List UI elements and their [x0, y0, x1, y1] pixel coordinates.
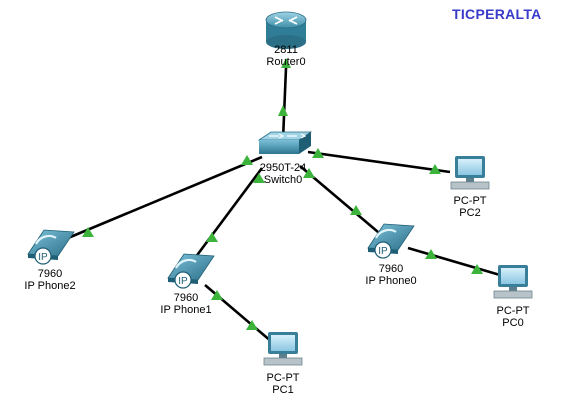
link-router0-switch0[interactable] — [281, 67, 288, 141]
phone0-label: 7960 IP Phone0 — [358, 263, 424, 287]
link-up-icon — [206, 232, 218, 242]
link-up-icon — [303, 168, 315, 178]
phone0-name: IP Phone0 — [365, 275, 417, 287]
pc2-label: PC-PT PC2 — [445, 195, 495, 219]
phone2-label: 7960 IP Phone2 — [18, 268, 82, 292]
link-up-icon — [312, 148, 324, 158]
switch0-name: Switch0 — [263, 174, 303, 186]
router-icon[interactable] — [265, 11, 307, 49]
pc-icon[interactable] — [263, 332, 303, 366]
link-up-icon — [471, 264, 483, 274]
ip-phone-icon[interactable]: IP — [27, 229, 75, 265]
switch0-model: 2950T-24 — [259, 162, 307, 174]
ip-badge: IP — [178, 276, 188, 287]
link-switch0-pc2[interactable] — [307, 150, 451, 174]
pc1-name: PC1 — [272, 384, 294, 396]
link-up-icon — [241, 155, 253, 165]
phone0-model: 7960 — [378, 263, 404, 275]
phone2-name: IP Phone2 — [24, 280, 76, 292]
pc1-model: PC-PT — [266, 372, 300, 384]
pc1-label: PC-PT PC1 — [258, 372, 308, 396]
ip-phone-icon[interactable]: IP — [367, 223, 415, 259]
phone1-name: IP Phone1 — [160, 304, 212, 316]
link-up-icon — [281, 58, 291, 68]
switch-icon[interactable] — [257, 131, 313, 154]
link-up-icon — [429, 164, 441, 174]
pc2-model: PC-PT — [453, 195, 487, 207]
link-switch0-phone2[interactable] — [67, 155, 263, 240]
link-up-icon — [278, 105, 288, 116]
pc0-name: PC0 — [502, 317, 524, 329]
link-up-icon — [211, 290, 223, 300]
link-up-icon — [350, 205, 362, 215]
phone2-model: 7960 — [37, 268, 63, 280]
router0-name: Router0 — [266, 56, 306, 68]
brand-watermark: TICPERALTA — [452, 6, 542, 22]
pc-icon[interactable] — [450, 156, 490, 190]
pc0-model: PC-PT — [496, 305, 530, 317]
link-up-icon — [82, 227, 94, 237]
router0-model: 2811 — [274, 44, 298, 56]
pc0-label: PC-PT PC0 — [488, 305, 538, 329]
link-switch0-phone1[interactable] — [190, 167, 264, 263]
router0-label: 2811 Router0 — [256, 44, 316, 68]
link-up-icon — [425, 249, 437, 259]
pc2-name: PC2 — [459, 207, 481, 219]
ip-phone-icon[interactable]: IP — [167, 253, 215, 289]
phone1-label: 7960 IP Phone1 — [154, 292, 218, 316]
link-phone0-pc0[interactable] — [407, 246, 501, 277]
ip-badge: IP — [38, 252, 48, 263]
switch0-label: 2950T-24 Switch0 — [248, 162, 318, 186]
link-status-indicators — [82, 58, 483, 330]
link-up-icon — [253, 173, 265, 183]
phone1-model: 7960 — [173, 292, 199, 304]
ip-badge: IP — [378, 246, 388, 257]
pc-icon[interactable] — [493, 265, 533, 299]
link-up-icon — [246, 320, 258, 330]
